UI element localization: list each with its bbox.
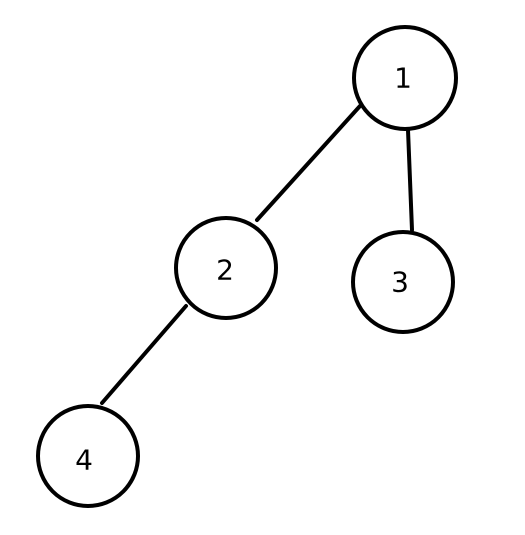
node-4: 4 bbox=[36, 404, 140, 508]
node-3: 3 bbox=[351, 230, 455, 334]
edges bbox=[100, 104, 414, 405]
edge-1-3 bbox=[406, 128, 414, 232]
node-1: 1 bbox=[352, 25, 458, 131]
edge-2-4 bbox=[100, 304, 188, 405]
node-4-label: 4 bbox=[75, 444, 93, 477]
node-1-circle bbox=[352, 25, 458, 131]
node-2: 2 bbox=[174, 216, 278, 320]
node-2-label: 2 bbox=[216, 254, 234, 287]
node-3-label: 3 bbox=[391, 266, 409, 299]
node-2-circle bbox=[174, 216, 278, 320]
edge-1-2 bbox=[255, 104, 362, 222]
node-1-label: 1 bbox=[394, 62, 412, 95]
node-3-circle bbox=[351, 230, 455, 334]
node-4-circle bbox=[36, 404, 140, 508]
